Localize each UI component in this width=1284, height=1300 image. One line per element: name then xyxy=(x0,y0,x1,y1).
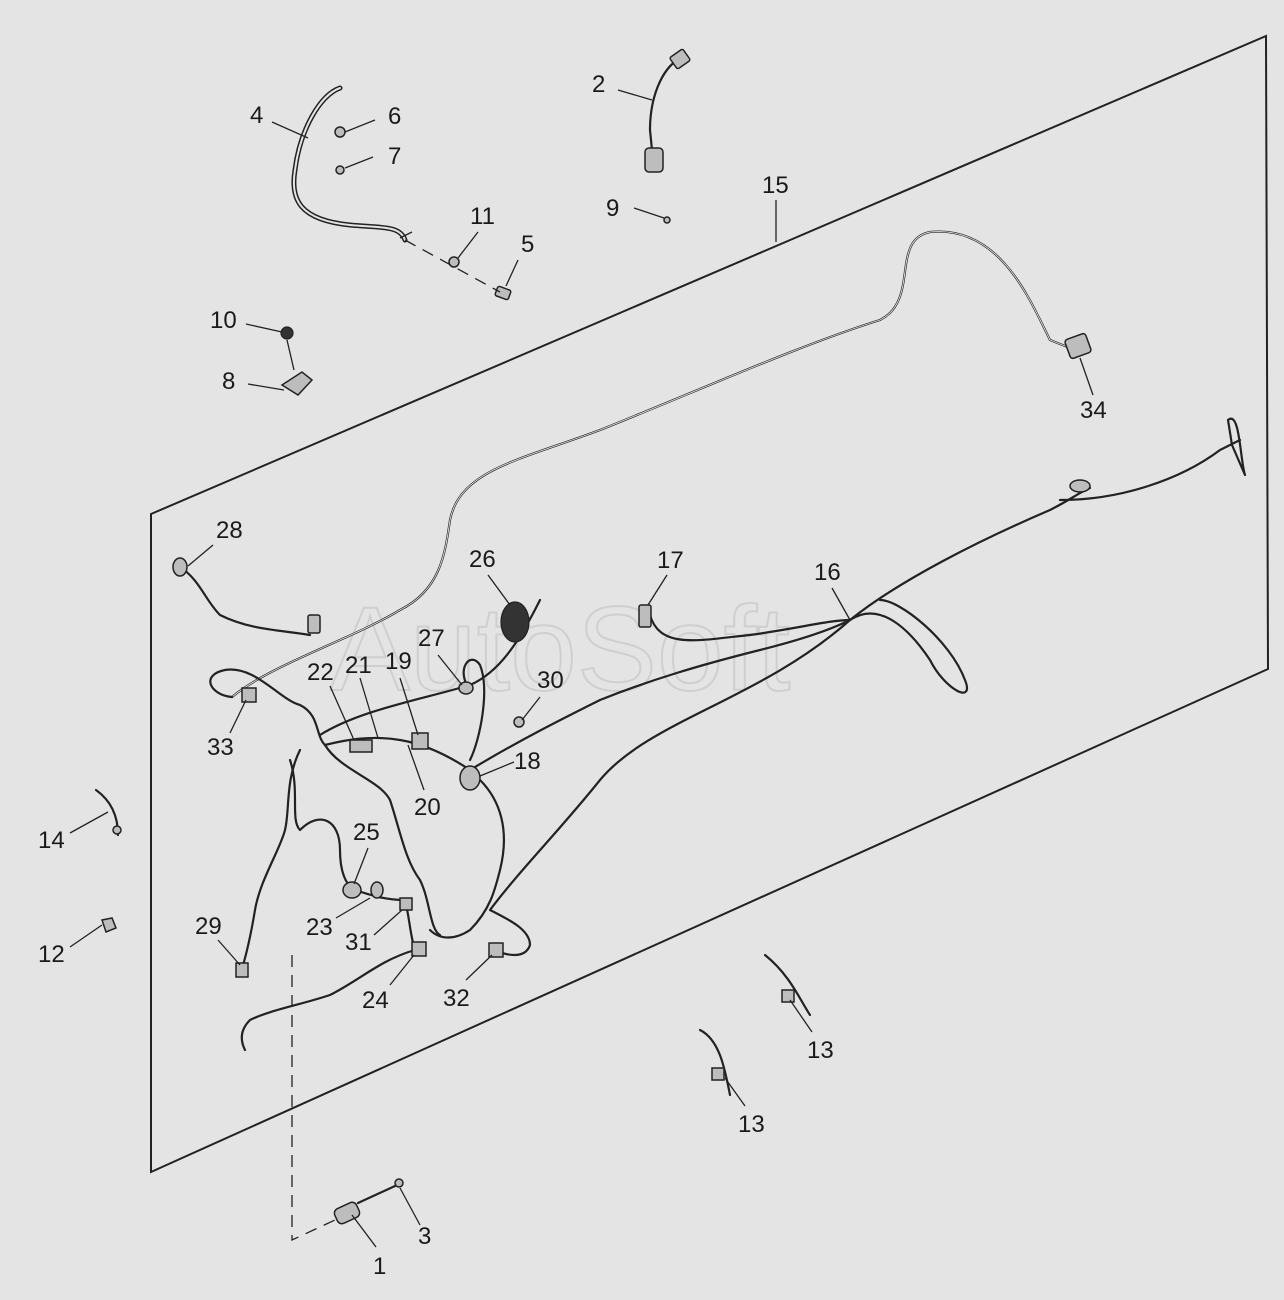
connector-33 xyxy=(241,687,257,703)
callout-27: 27 xyxy=(418,625,445,652)
connector-2 xyxy=(669,48,691,70)
washer-11 xyxy=(448,256,460,268)
callout-21: 21 xyxy=(345,652,372,679)
ring-terminal-right xyxy=(1069,479,1091,493)
connector-19 xyxy=(411,732,429,750)
main-harness xyxy=(178,230,1242,1052)
clip-13-lower xyxy=(698,1028,732,1097)
callout-13-upper: 13 xyxy=(807,1037,834,1064)
grommet-18 xyxy=(459,765,481,791)
callout-9: 9 xyxy=(606,195,619,222)
callout-17: 17 xyxy=(657,547,684,574)
ground-cable-assembly xyxy=(280,85,512,396)
callout-8: 8 xyxy=(222,368,235,395)
callout-4: 4 xyxy=(250,102,263,129)
callout-13-lower: 13 xyxy=(738,1111,765,1138)
callout-18: 18 xyxy=(514,748,541,775)
clip-12 xyxy=(101,917,117,933)
connector-32 xyxy=(488,942,504,958)
watermark: AutoSoft xyxy=(330,582,790,716)
callout-5: 5 xyxy=(521,231,534,258)
sensor-2 xyxy=(644,147,664,173)
callout-1: 1 xyxy=(373,1253,386,1280)
callout-11: 11 xyxy=(470,203,495,230)
harness-connectors xyxy=(172,332,1247,978)
callout-6: 6 xyxy=(388,103,401,130)
callout-7: 7 xyxy=(388,143,401,170)
callout-30: 30 xyxy=(537,667,564,694)
harness-panel xyxy=(150,34,1270,1174)
washer-6 xyxy=(334,126,346,138)
callout-20: 20 xyxy=(414,794,441,821)
connector-23 xyxy=(370,881,384,899)
callout-labels: 1 2 3 4 5 6 7 8 9 10 11 12 13 13 14 15 1… xyxy=(38,71,1107,1280)
connector-28 xyxy=(172,557,188,577)
callout-19: 19 xyxy=(385,648,412,675)
connector-24 xyxy=(411,941,427,957)
nut-7 xyxy=(335,165,345,175)
callout-15: 15 xyxy=(762,172,789,199)
callout-26: 26 xyxy=(469,546,496,573)
callout-24: 24 xyxy=(362,987,389,1014)
leader-lines xyxy=(69,89,1094,1248)
callout-34: 34 xyxy=(1080,397,1107,424)
callout-25: 25 xyxy=(353,819,380,846)
clip-27 xyxy=(458,681,474,695)
clip-13-upper xyxy=(763,953,812,1017)
callout-12: 12 xyxy=(38,941,65,968)
bolt-5 xyxy=(494,285,512,301)
callout-29: 29 xyxy=(195,913,222,940)
callout-16: 16 xyxy=(814,559,841,586)
nut-10 xyxy=(280,326,294,340)
sensor-34 xyxy=(1064,332,1092,360)
sensor-1 xyxy=(333,1201,361,1225)
callout-10: 10 xyxy=(210,307,237,334)
connector-17 xyxy=(638,604,652,628)
connector-near-28 xyxy=(307,614,321,634)
screw-30 xyxy=(513,716,525,728)
terminal-8 xyxy=(280,371,314,396)
callout-3: 3 xyxy=(418,1223,431,1250)
bracket-right xyxy=(1226,417,1247,477)
clips xyxy=(94,788,812,1097)
callout-28: 28 xyxy=(216,517,243,544)
callout-31: 31 xyxy=(345,929,372,956)
callout-22: 22 xyxy=(307,659,334,686)
connector-26 xyxy=(500,601,530,643)
connector-25 xyxy=(342,881,362,899)
washer-3 xyxy=(394,1178,404,1188)
seal-9 xyxy=(663,216,671,224)
callout-33: 33 xyxy=(207,734,234,761)
callout-23: 23 xyxy=(306,914,333,941)
connector-29 xyxy=(235,962,249,978)
sensor-1-assembly xyxy=(291,955,404,1242)
connector-31 xyxy=(399,897,413,911)
callout-2: 2 xyxy=(592,71,605,98)
callout-14: 14 xyxy=(38,827,65,854)
connector-22 xyxy=(349,739,373,753)
callout-32: 32 xyxy=(443,985,470,1012)
sensor-2-assembly xyxy=(644,48,691,224)
